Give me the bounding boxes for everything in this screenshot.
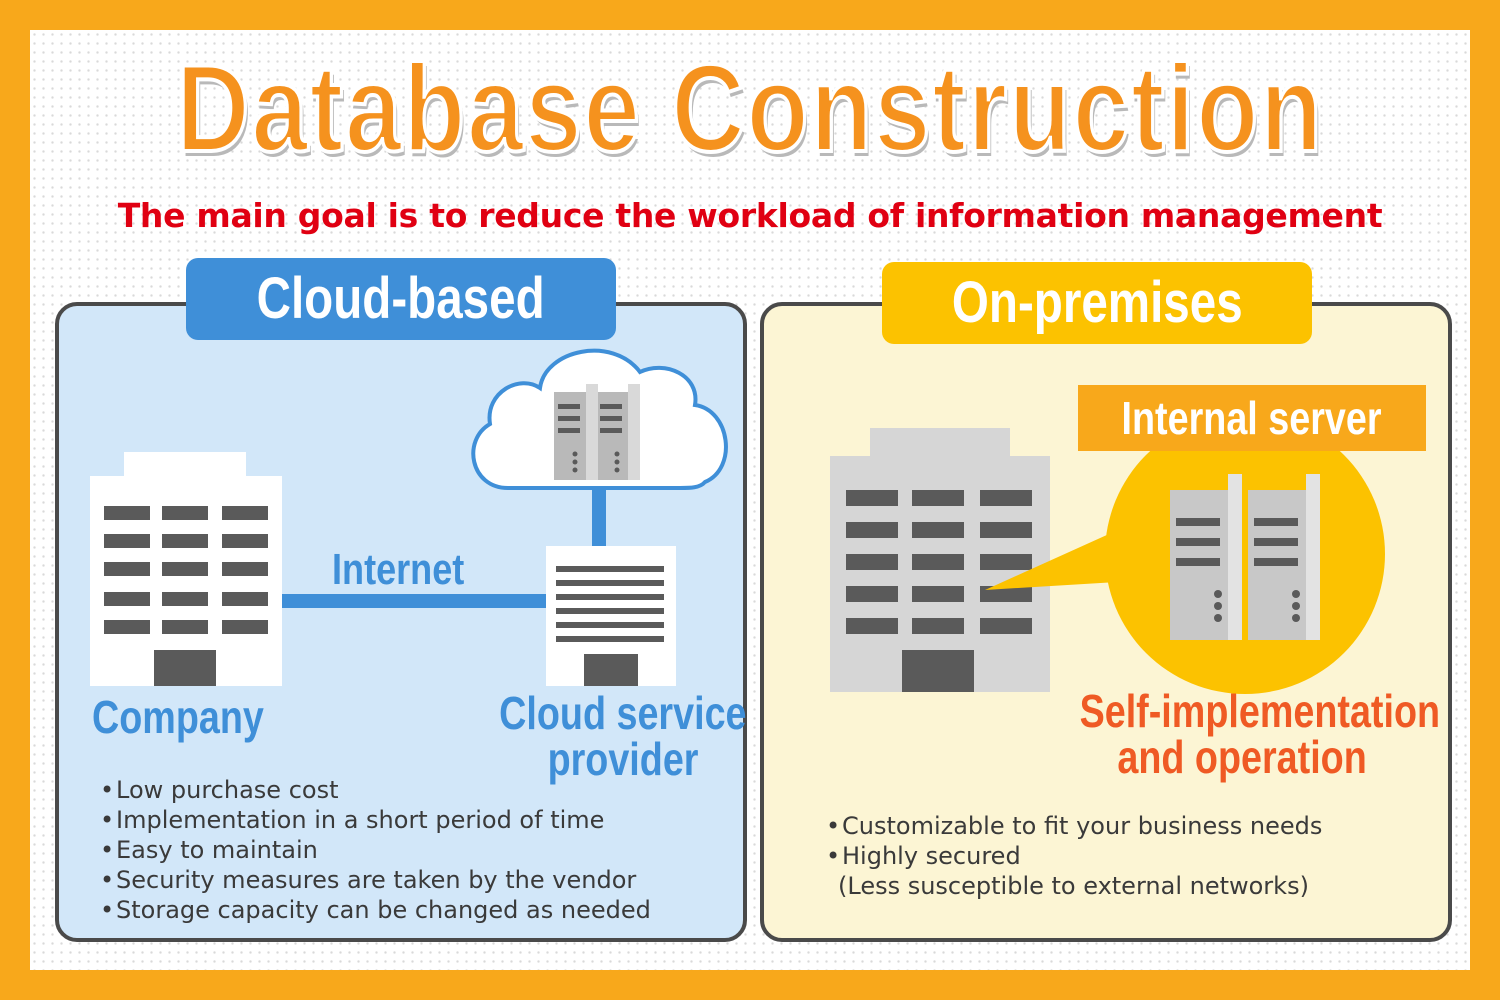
list-item: •Security measures are taken by the vend…: [100, 866, 637, 894]
page-title: Database Construction: [175, 38, 1324, 180]
internet-label: Internet: [332, 545, 465, 594]
company-building-icon: [90, 452, 282, 686]
internet-connection-line: [282, 594, 548, 608]
list-item: •Easy to maintain: [100, 836, 318, 864]
self-implementation-label: Self-implementation and operation: [1079, 685, 1441, 783]
cloud-connection-line: [592, 482, 606, 550]
list-item: •Storage capacity can be changed as need…: [100, 896, 651, 924]
list-item: •Customizable to fit your business needs: [826, 812, 1323, 840]
internal-server-tag: Internal server: [1078, 385, 1426, 451]
provider-building-icon: [546, 546, 676, 686]
cloud-based-tag: Cloud-based: [186, 258, 616, 340]
list-item-note: (Less susceptible to external networks): [838, 872, 1309, 900]
list-item: •Low purchase cost: [100, 776, 339, 804]
onprem-benefits-list: •Customizable to fit your business needs…: [826, 811, 1322, 901]
list-item: •Highly secured: [826, 842, 1021, 870]
on-premises-tag: On-premises: [882, 262, 1312, 344]
cloud-server-icon: [471, 348, 728, 490]
cloud-benefits-list: •Low purchase cost •Implementation in a …: [100, 775, 651, 925]
list-item: •Implementation in a short period of tim…: [100, 806, 605, 834]
cloud-provider-label: Cloud service provider: [499, 687, 747, 785]
company-label: Company: [92, 691, 264, 743]
internal-server-callout: [985, 414, 1385, 694]
page-subtitle: The main goal is to reduce the workload …: [117, 196, 1383, 235]
office-building-icon: [830, 428, 1050, 692]
